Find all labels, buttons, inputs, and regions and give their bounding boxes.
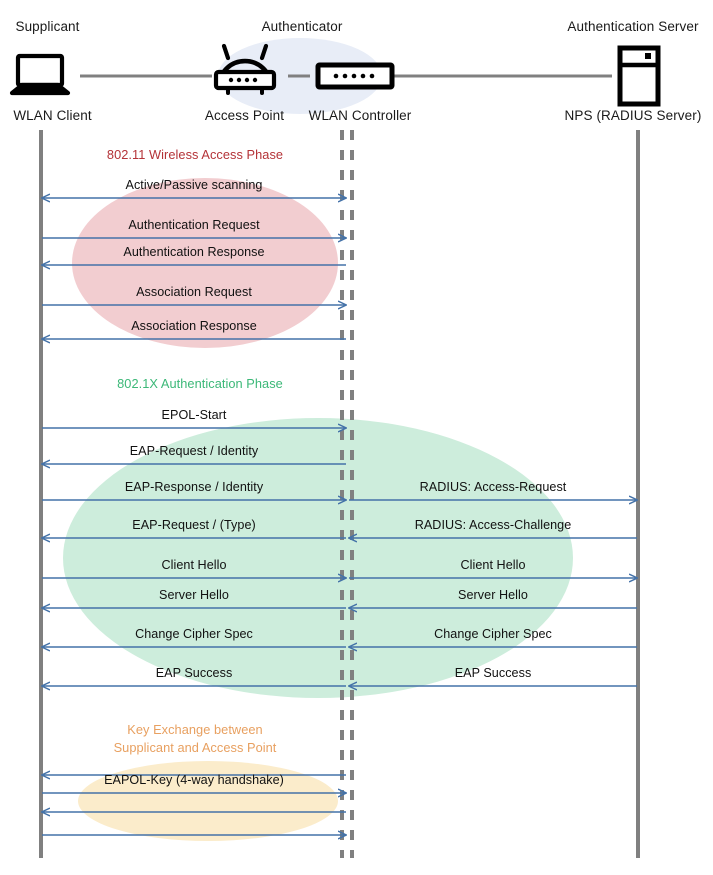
message-label: EPOL-Start	[161, 408, 227, 422]
actor-device-nps: NPS (RADIUS Server)	[564, 108, 702, 123]
message-label: EAP-Request / Identity	[129, 444, 259, 458]
actor-role-supplicant: Supplicant	[15, 19, 80, 34]
message-arrow-layer	[42, 198, 637, 835]
actor-device-access-point: Access Point	[204, 108, 285, 123]
message-label: Association Response	[131, 319, 257, 333]
message-label: Server Hello	[458, 588, 528, 602]
message-label: EAPOL-Key (4-way handshake)	[104, 773, 284, 787]
message-label: EAP Success	[155, 666, 233, 680]
phase-label-8021x: 802.1X Authentication Phase	[117, 376, 283, 391]
phase-label-key-exchange: Key Exchange between Supplicant and Acce…	[80, 721, 310, 757]
message-label: Client Hello	[460, 558, 526, 572]
laptop-icon	[9, 53, 71, 96]
network-switch-icon	[315, 62, 395, 90]
message-label: Authentication Request	[128, 218, 260, 232]
message-label: Association Request	[136, 285, 252, 299]
message-label: EAP-Request / (Type)	[132, 518, 256, 532]
phase-label-80211: 802.11 Wireless Access Phase	[106, 147, 284, 162]
phase-label-key-line2: Supplicant and Access Point	[113, 740, 277, 755]
server-rack-icon	[617, 45, 661, 107]
actor-role-authenticator: Authenticator	[261, 19, 343, 34]
message-label: Server Hello	[159, 588, 229, 602]
message-label: Active/Passive scanning	[125, 178, 263, 192]
message-label: EAP Success	[454, 666, 532, 680]
phase-8021x-ellipse	[63, 418, 573, 698]
wireless-router-icon	[213, 43, 277, 95]
actor-device-wlan-controller: WLAN Controller	[308, 108, 412, 123]
message-label: Client Hello	[161, 558, 227, 572]
actor-device-supplicant: WLAN Client	[13, 108, 92, 123]
message-label: EAP-Response / Identity	[124, 480, 264, 494]
message-label: RADIUS: Access-Request	[419, 480, 567, 494]
message-label: Change Cipher Spec	[434, 627, 552, 641]
actor-role-auth-server: Authentication Server	[567, 19, 699, 34]
message-label: RADIUS: Access-Challenge	[414, 518, 572, 532]
message-label: Change Cipher Spec	[135, 627, 253, 641]
message-label: Authentication Response	[123, 245, 265, 259]
phase-label-key-line1: Key Exchange between	[127, 722, 263, 737]
phase-key-ellipse	[78, 761, 338, 841]
